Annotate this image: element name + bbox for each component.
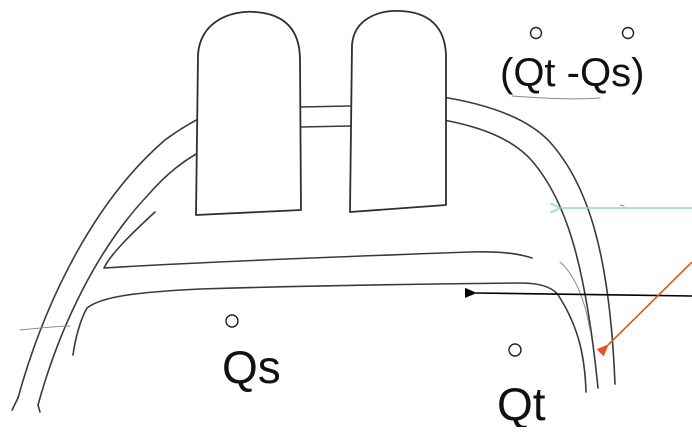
faint-mark-1 (512, 96, 600, 99)
left-finger (196, 12, 301, 215)
inner-band-bottom-edge (87, 283, 586, 392)
inner-band-top-edge (104, 252, 532, 268)
inner-band-left-foot (73, 308, 87, 355)
faint-mark-2 (620, 205, 624, 206)
faint-mark-4 (20, 326, 70, 330)
outer-flux-label: Qt (497, 378, 546, 427)
outer-arch-left-foot (12, 398, 40, 412)
flux-dot-qt (509, 344, 521, 356)
finger-bridge-top (300, 106, 350, 107)
outer-arch-outer-edge-right (436, 96, 615, 384)
outer-arch-outer-edge (18, 114, 208, 398)
combined-flux-label: (Qt -Qs) (500, 51, 644, 95)
flux-dot-qs-top (623, 28, 634, 39)
right-finger (350, 11, 446, 212)
finger-bridge-bottom (300, 126, 350, 127)
red-arrow (608, 262, 692, 345)
flux-dot-qs (226, 315, 238, 327)
inner-flux-label: Qs (222, 341, 281, 393)
flux-dot-qt-top (531, 28, 542, 39)
